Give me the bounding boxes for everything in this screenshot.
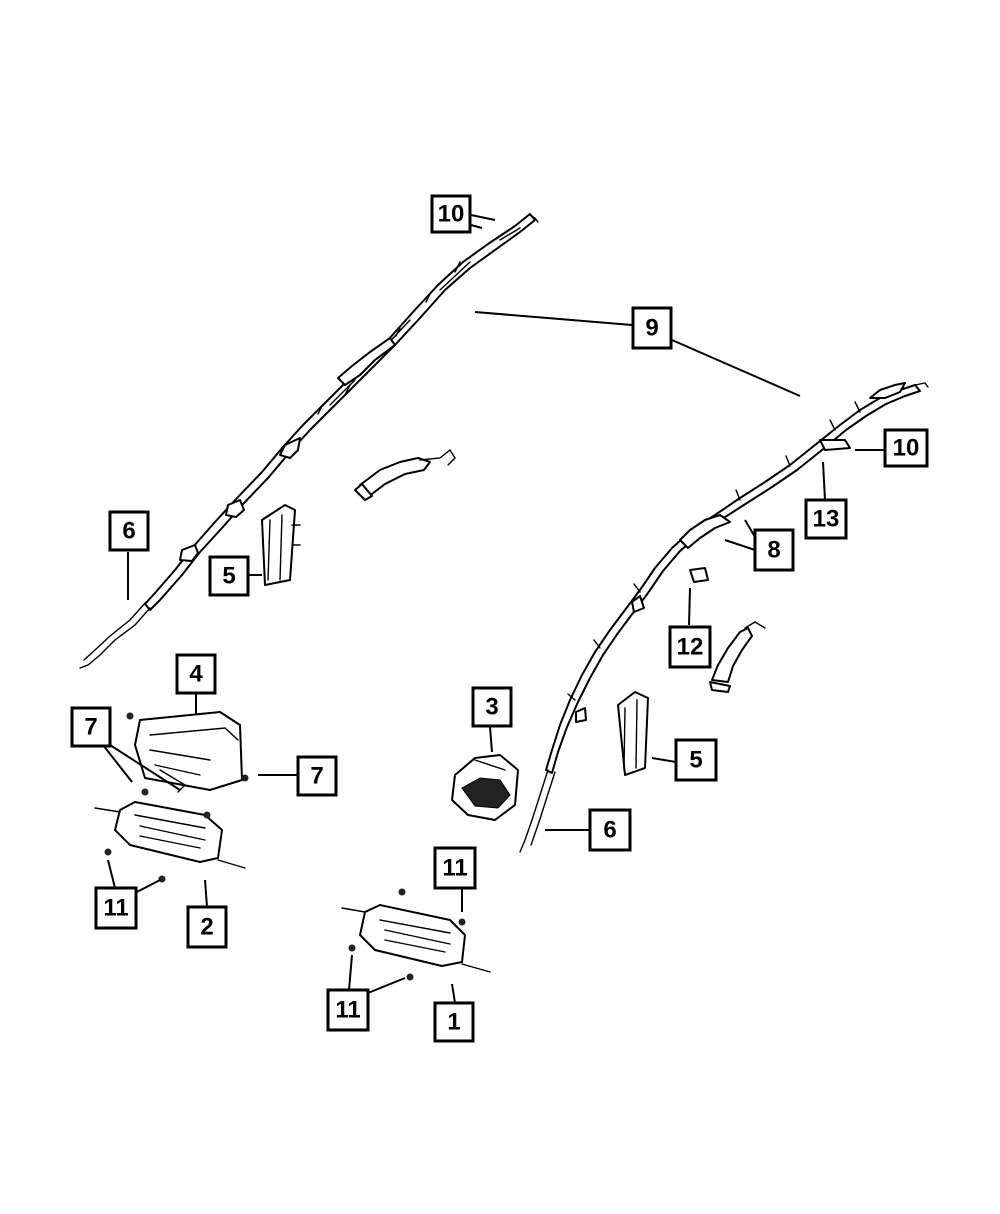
callout-8: 8 xyxy=(753,528,795,572)
callout-label: 7 xyxy=(84,714,97,741)
passenger-airbag xyxy=(134,711,243,793)
leader-lines xyxy=(102,214,885,1004)
callout-label: 10 xyxy=(893,435,920,462)
callout-10-right: 10 xyxy=(883,428,929,468)
callout-11-left: 11 xyxy=(94,886,138,930)
callout-label: 5 xyxy=(689,747,702,774)
callout-2: 2 xyxy=(186,905,228,949)
callout-label: 10 xyxy=(438,201,465,228)
callout-13: 13 xyxy=(804,498,848,540)
left-curtain-airbag xyxy=(79,213,539,669)
callout-12: 12 xyxy=(668,625,712,669)
left-seat-airbag xyxy=(261,504,301,586)
callout-label: 8 xyxy=(767,537,780,564)
callout-label: 7 xyxy=(310,763,323,790)
callout-label: 4 xyxy=(189,661,203,688)
callout-11-center: 11 xyxy=(433,846,477,890)
callout-10-top: 10 xyxy=(430,194,472,234)
driver-airbag xyxy=(451,754,519,821)
right-curtain-airbag xyxy=(519,382,929,853)
callout-label: 9 xyxy=(645,315,658,342)
callout-6-right: 6 xyxy=(588,808,632,852)
right-inflator-hose xyxy=(709,621,766,693)
callout-1: 1 xyxy=(433,1001,475,1043)
right-seat-airbag xyxy=(617,691,649,776)
callout-5-right: 5 xyxy=(674,738,718,782)
fastener-nuts xyxy=(104,712,466,981)
callout-4: 4 xyxy=(175,653,217,695)
callout-label: 3 xyxy=(485,694,498,721)
callout-label: 1 xyxy=(447,1009,460,1036)
callout-label: 6 xyxy=(122,518,135,545)
callout-7-left: 7 xyxy=(70,706,112,748)
callout-6-left: 6 xyxy=(108,510,150,552)
callout-label: 11 xyxy=(103,895,128,922)
callout-7-right: 7 xyxy=(296,755,338,797)
callout-11-bottom: 11 xyxy=(326,988,370,1032)
callout-label: 11 xyxy=(442,855,467,882)
left-inflator-hose xyxy=(354,448,456,501)
callout-9: 9 xyxy=(631,306,673,350)
callout-label: 12 xyxy=(677,634,704,661)
callout-label: 13 xyxy=(813,506,840,533)
knee-airbag-left xyxy=(94,801,246,869)
callout-label: 6 xyxy=(603,817,616,844)
callout-label: 11 xyxy=(335,997,360,1024)
callout-label: 5 xyxy=(222,563,235,590)
knee-airbag-right xyxy=(341,904,491,973)
callout-3: 3 xyxy=(471,686,513,728)
callout-label: 2 xyxy=(200,914,213,941)
callout-5-left: 5 xyxy=(208,555,250,597)
